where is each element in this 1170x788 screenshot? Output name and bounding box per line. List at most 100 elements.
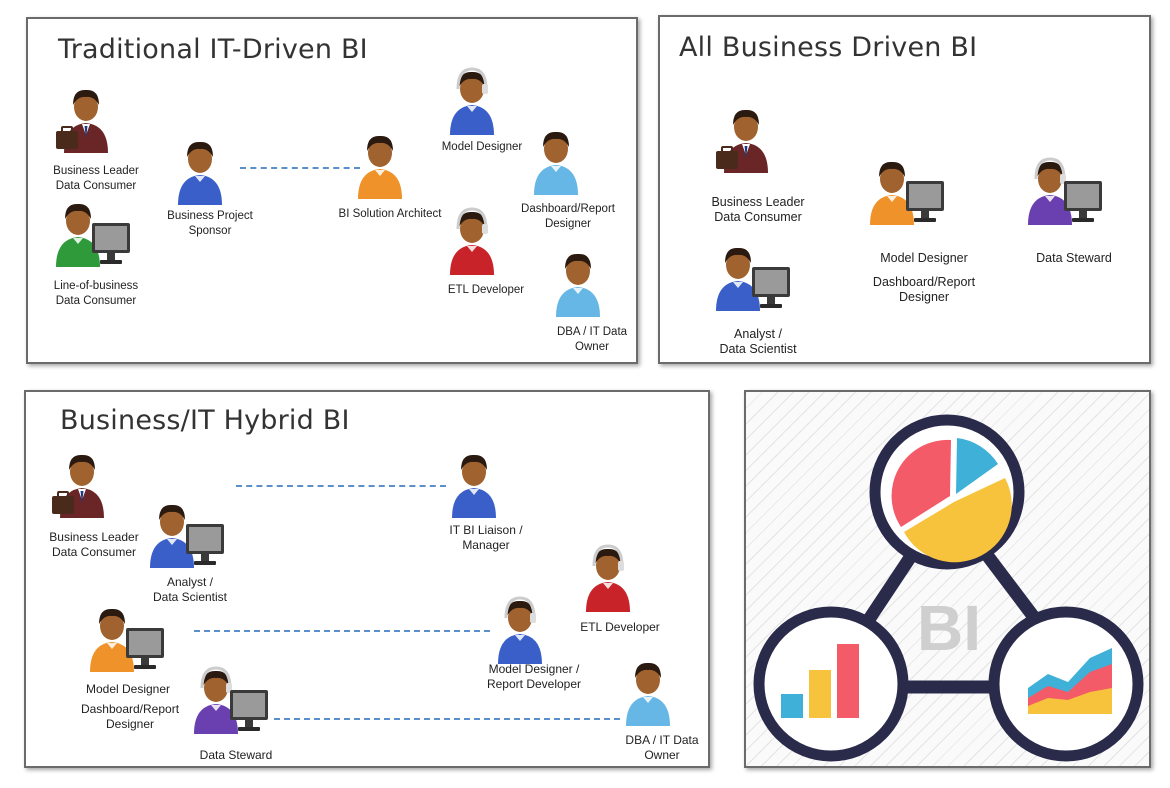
bar-chart-icon [753,606,909,762]
person-figure [626,662,670,726]
person-figure [498,596,542,664]
traditional-bi-panel: Traditional IT-Driven BI Business Leader… [26,17,638,364]
label-line: Model Designer [441,141,523,153]
model-designer-icon [442,67,522,137]
line-of-business-icon [56,199,136,269]
bi-logo-panel: BI [744,390,1151,768]
label-line: DBA / IT Data [556,326,628,338]
connector-line [240,167,360,169]
traditional-bi-title: Traditional IT-Driven BI [58,34,368,65]
business-leader-icon [52,450,132,520]
label-line: Report Developer [486,677,582,691]
data-steward-icon [194,666,274,736]
person-figure [1028,157,1102,225]
bi-letters: BI [917,592,981,664]
solution-architect-icon [350,131,430,201]
model-designer-label: Model Designer [880,251,968,266]
business-leader-icon [716,105,796,175]
model-designer-icon [870,157,950,227]
label-line: Analyst / [734,327,782,341]
label-line: Designer [105,717,155,731]
analyst-icon [716,243,796,313]
pie-chart-icon [869,414,1025,570]
connector-line [194,630,490,632]
label-line: Model Designer / [488,662,580,676]
label-line: Data Consumer [55,180,137,192]
data-steward-label: Data Steward [200,748,273,763]
connector-line [274,718,620,720]
dba-icon [618,658,698,728]
person-figure [358,135,402,199]
model-report-developer-label: Model Designer /Report Developer [487,662,581,692]
data-steward-label: Data Steward [1036,251,1112,266]
label-line: Data Consumer [714,210,802,224]
analyst-label: Analyst /Data Scientist [153,575,227,605]
etl-developer-icon [442,207,522,277]
label-line: Dashboard/Report [80,702,180,716]
business-leader-icon [56,85,136,155]
person-figure [150,504,224,568]
liaison-icon [444,450,524,520]
label-line: Business Project [167,210,253,222]
model-report-developer-icon [490,596,570,666]
label-line: Model Designer [85,682,171,696]
label-line: Line-of-business [53,280,139,292]
solution-architect-label: BI Solution Architect [339,207,442,222]
label-line: Manager [462,538,510,552]
analyst-label: Analyst /Data Scientist [719,327,796,357]
analyst-icon [150,500,230,570]
person-figure [556,253,600,317]
etl-developer-label: ETL Developer [448,283,524,298]
label-line: Data Scientist [152,590,228,604]
etl-developer-icon [578,544,658,614]
person-figure [534,131,578,195]
label-line: Data Consumer [55,295,137,307]
area-chart-icon [988,606,1144,762]
label-line: Owner [575,341,609,353]
person-figure [450,207,494,275]
dba-icon [548,249,628,319]
liaison-label: IT BI Liaison /Manager [449,523,522,553]
person-figure [586,544,630,612]
model-designer-label: Model Designer [442,140,523,155]
person-figure [716,109,768,173]
person-figure [52,454,104,518]
label-line: Sponsor [188,225,232,237]
label-line: Owner [644,748,680,762]
label-line: Dashboard/Report [521,203,615,215]
label-line: Dashboard/Report [872,275,976,289]
person-figure [870,161,944,225]
label-line: Data Steward [1036,251,1112,265]
person-figure [450,67,494,135]
label-line: Data Scientist [719,342,797,356]
etl-developer-label: ETL Developer [580,620,660,635]
label-line: Data Consumer [51,545,137,559]
hybrid-bi-title: Business/IT Hybrid BI [60,405,350,436]
person-figure [56,89,108,153]
label-line: Analyst / [166,575,214,589]
label-line: IT BI Liaison / [449,523,523,537]
label-line: Designer [544,218,592,230]
person-figure [56,203,130,267]
label-line: ETL Developer [580,620,660,634]
business-bi-title: All Business Driven BI [679,32,978,63]
data-steward-icon [1028,157,1108,227]
label-line: BI Solution Architect [338,208,442,220]
label-line: Business Leader [53,165,139,177]
dashboard-designer-icon [526,127,606,197]
person-figure [90,608,164,672]
label-line: Data Steward [199,748,273,762]
model-designer-icon [90,604,170,674]
person-figure [194,666,268,734]
person-figure [452,454,496,518]
bi-logo-graphic: BI [753,414,1144,762]
